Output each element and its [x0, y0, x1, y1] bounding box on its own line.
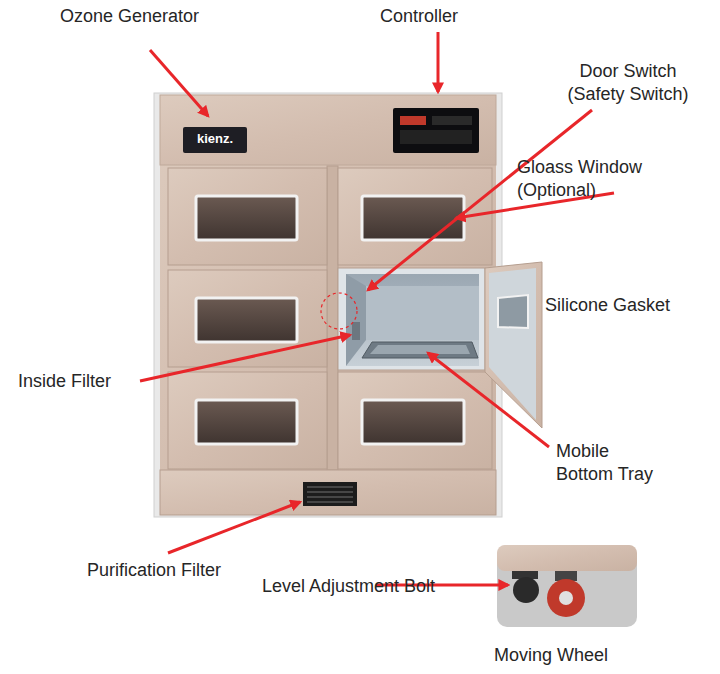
part-label: Level Adjustment Bolt	[262, 575, 435, 598]
part-label: Purification Filter	[87, 559, 221, 582]
part-label: Ozone Generator	[60, 5, 199, 28]
brand-logo: kienz.	[183, 131, 247, 147]
part-label: Controller	[380, 5, 458, 28]
part-label: Moving Wheel	[494, 644, 608, 667]
part-label: Mobile Bottom Tray	[556, 440, 666, 485]
part-label: Gloass Window (Optional)	[517, 156, 657, 201]
part-label: Silicone Gasket	[545, 294, 670, 317]
part-label: Inside Filter	[18, 370, 111, 393]
part-label: Door Switch (Safety Switch)	[553, 60, 703, 105]
